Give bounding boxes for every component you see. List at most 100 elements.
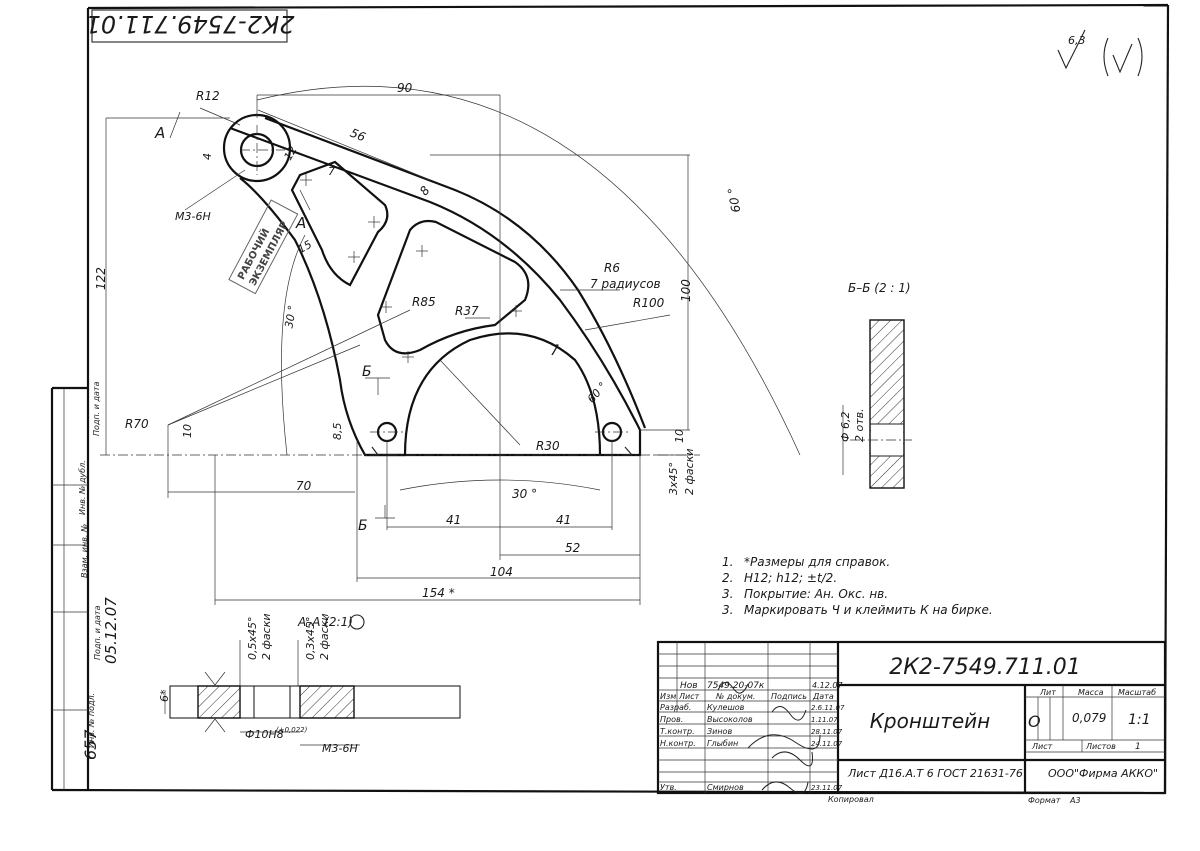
section-bb-count: 2 отв. — [853, 408, 866, 442]
note-2-num: 2. — [722, 571, 733, 585]
title-scale-label: Масштаб — [1118, 688, 1156, 697]
dim-122: 122 — [94, 267, 108, 290]
section-A-lower: A — [295, 214, 306, 232]
section-aa-chamfer-left: 0,5x45° — [246, 616, 259, 660]
dim-10-right: 10 — [673, 429, 686, 443]
header-date: Дата — [812, 692, 834, 701]
dim-R6-count: 7 радиусов — [590, 277, 661, 291]
header-izm: Изм — [660, 692, 676, 701]
section-bb-hole: Ф 6,2 — [839, 412, 852, 442]
dim-R37: R37 — [455, 304, 479, 318]
section-aa: А–А (2:1) 0,5x45° 2 фаски 0,3x45° 2 фаск… — [158, 614, 461, 755]
note-1-num: 1. — [722, 555, 733, 569]
mirrored-designation-box: 2К2-7549.711.01 — [86, 9, 295, 43]
mirrored-designation: 2К2-7549.711.01 — [86, 10, 295, 38]
side-label-inv-dubl: Инв. № дубл. — [78, 460, 87, 515]
role-2-name: Высоколов — [707, 715, 753, 724]
dim-chamfer-count: 2 фаски — [683, 449, 696, 495]
role-4-name: Глыбин — [707, 739, 738, 748]
note-3-text: Покрытие: Ан. Окс. нв. — [744, 587, 888, 601]
note-1-text: *Размеры для справок. — [744, 555, 890, 569]
change-col4: 4.12.07 — [812, 681, 843, 690]
title-material: Лист Д16.А.Т 6 ГОСТ 21631-76 — [847, 767, 1023, 780]
section-aa-chamfer-right-count: 2 фаски — [318, 614, 331, 660]
dim-41-right: 41 — [556, 513, 571, 527]
roughness-value: 6,3 — [1068, 34, 1086, 47]
section-aa-thread: M3-6H — [322, 742, 358, 755]
note-3-num: 3. — [722, 587, 733, 601]
note-4-text: Маркировать Ч и клеймить К на бирке. — [744, 603, 993, 617]
dim-104: 104 — [490, 565, 513, 579]
header-sign: Подпись — [771, 692, 807, 701]
role-2: Пров. — [660, 715, 683, 724]
dim-7-lower: 7 — [550, 343, 559, 359]
dim-56: 56 — [348, 126, 368, 145]
header-list: Лист — [678, 692, 700, 701]
dim-90: 90 — [397, 81, 413, 95]
section-bb: Б–Б (2 : 1) Ф 6,2 2 отв. — [839, 281, 912, 489]
technical-notes: 1. *Размеры для справок. 2. H12; h12; ±t… — [722, 555, 993, 617]
dim-10-left: 10 — [181, 424, 194, 438]
dim-52: 52 — [565, 541, 580, 555]
role-4: Н.контр. — [660, 739, 696, 748]
dim-12: 12 — [281, 144, 299, 163]
role-1: Разраб. — [660, 703, 691, 712]
note-2-text: H12; h12; ±t/2. — [744, 571, 837, 585]
role-2-date: 1.11.07 — [811, 716, 838, 724]
role-3: Т.контр. — [660, 727, 695, 736]
dim-60-radius: 60 ° — [725, 186, 743, 213]
title-designation: 2К2-7549.711.01 — [889, 655, 1081, 680]
title-scale-value: 1:1 — [1128, 712, 1151, 728]
side-label-podp-2: Подп. и дата — [93, 605, 102, 660]
side-podp-value: 05.12.07 — [102, 597, 120, 664]
dim-154: 154 * — [422, 586, 455, 600]
dim-100: 100 — [679, 279, 693, 302]
dim-R70: R70 — [125, 417, 149, 431]
side-inv-value: 657 — [81, 729, 100, 760]
section-B-lower: Б — [358, 518, 368, 534]
dim-30deg: 30 ° — [282, 304, 299, 329]
dim-8-5: 8,5 — [331, 423, 344, 441]
side-label-inv-podl: Инв. № подл. — [87, 693, 96, 748]
title-lit-label: Лит — [1039, 688, 1056, 697]
section-aa-chamfer-right: 0,3x45° — [304, 616, 317, 660]
dim-M3: M3-6H — [175, 210, 211, 223]
title-format-value: A3 — [1069, 796, 1081, 805]
role-6-name: Смирнов — [707, 783, 744, 792]
role-3-date: 28.11.07 — [811, 728, 843, 736]
section-A-upper: A — [154, 124, 165, 142]
side-label-podp-1: Подп. и дата — [92, 381, 101, 436]
title-copied: Копировал — [828, 795, 874, 804]
section-aa-thickness: 6* — [158, 689, 171, 702]
dimension-labels: 90 56 8 R12 12 4 7 A A M3-6H 15 122 30 °… — [94, 81, 743, 600]
section-aa-bore: Ф10H8 — [245, 728, 284, 741]
roughness-icon: 6,3 — [1057, 29, 1143, 77]
section-aa-bore-tol: (+0,022) — [276, 726, 308, 734]
section-aa-chamfer-left-count: 2 фаски — [260, 614, 273, 660]
section-bb-title: Б–Б (2 : 1) — [848, 281, 911, 295]
header-doc: № докум. — [715, 692, 755, 701]
role-1-date: 2.6.11.07 — [811, 704, 845, 712]
dim-chamfer: 3x45° — [667, 462, 680, 495]
note-4-num: 3. — [722, 603, 733, 617]
dim-7: 7 — [328, 165, 335, 178]
dim-R30: R30 — [536, 439, 560, 453]
title-sheets-value: 1 — [1135, 742, 1141, 752]
title-block: 2К2-7549.711.01 Кронштейн Лист Д16.А.Т 6… — [656, 640, 1167, 805]
change-col2: 7549.20-07к — [707, 681, 765, 691]
section-aa-title: А–А (2:1) — [297, 615, 353, 629]
role-6: Утв. — [660, 783, 677, 792]
title-mass-value: 0,079 — [1072, 711, 1106, 725]
dimension-lines — [105, 86, 801, 605]
dim-R12: R12 — [196, 89, 220, 103]
side-strip: Подп. и дата Инв. № дубл. Взам. инв. № П… — [50, 381, 120, 790]
role-1-name: Кулешов — [707, 703, 745, 712]
title-format-label: Формат — [1028, 796, 1061, 805]
dim-R6: R6 — [604, 261, 620, 275]
dim-8: 8 — [417, 183, 433, 198]
dim-4: 4 — [201, 153, 214, 160]
bracket-part-outline — [100, 113, 700, 457]
title-mass-label: Масса — [1078, 688, 1104, 697]
signatures — [717, 682, 821, 794]
